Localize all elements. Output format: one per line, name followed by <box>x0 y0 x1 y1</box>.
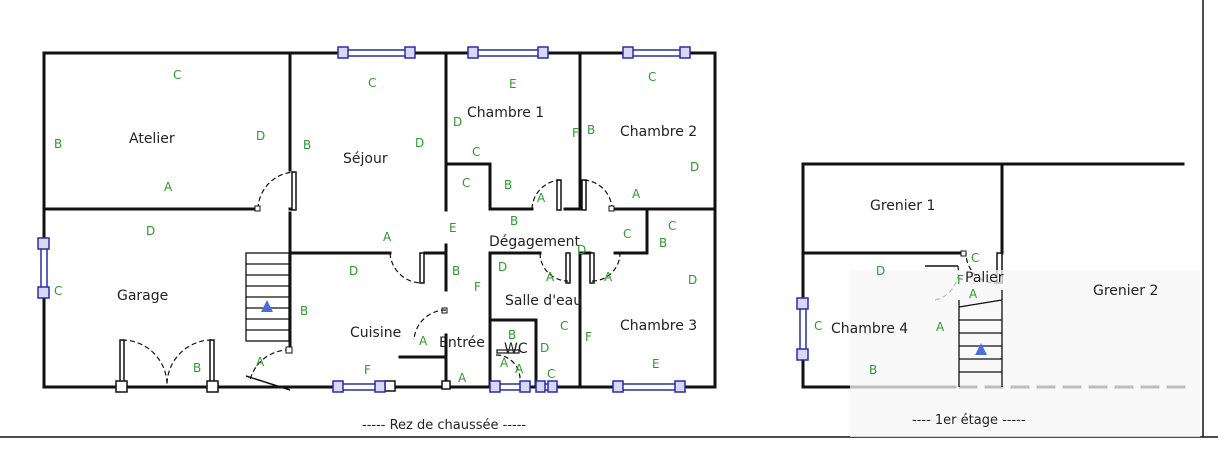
wall-letter: D <box>415 136 424 150</box>
wall-letter: C <box>668 219 676 233</box>
wall-letter: A <box>546 270 555 284</box>
wall-letter: D <box>540 341 549 355</box>
wall-letter: A <box>936 320 945 334</box>
wall-letter: B <box>869 363 877 377</box>
wall-letter: B <box>508 328 516 342</box>
room-label-entree: Entrée <box>439 335 485 351</box>
wall-letter: B <box>300 304 308 318</box>
wall-letter: D <box>690 160 699 174</box>
wall-letter: D <box>453 115 462 129</box>
room-labels: Atelier Séjour Chambre 1 Chambre 2 Garag… <box>117 105 1158 357</box>
wall-letter: B <box>587 123 595 137</box>
wall-letter: C <box>547 367 555 381</box>
wall-letter: C <box>560 319 568 333</box>
room-label-grenier2: Grenier 2 <box>1093 283 1158 299</box>
room-label-chambre4: Chambre 4 <box>831 321 908 337</box>
wall-letter: F <box>572 126 579 140</box>
wall-letter: C <box>54 284 62 298</box>
wall-letter: B <box>659 236 667 250</box>
wall-letter: F <box>585 330 592 344</box>
wall-letter: A <box>419 334 428 348</box>
wall-letter: C <box>173 68 181 82</box>
room-label-chambre2: Chambre 2 <box>620 124 697 140</box>
wall-letter: E <box>449 221 457 235</box>
wall-letter: C <box>462 176 470 190</box>
wall-letter: B <box>54 137 62 151</box>
room-label-atelier: Atelier <box>129 131 175 147</box>
wall-letter: A <box>256 355 265 369</box>
room-label-sejour: Séjour <box>343 151 388 167</box>
wall-letter: D <box>498 260 507 274</box>
ground-staircase <box>245 252 290 342</box>
wall-letter: C <box>648 70 656 84</box>
wall-letter: A <box>537 191 546 205</box>
room-label-degagement: Dégagement <box>489 234 580 250</box>
wall-letter: B <box>504 178 512 192</box>
room-label-grenier1: Grenier 1 <box>870 198 935 214</box>
room-label-wc: WC <box>504 341 528 357</box>
room-label-chambre1: Chambre 1 <box>467 105 544 121</box>
first-staircase <box>850 270 1200 437</box>
wall-letter: A <box>500 356 509 370</box>
wall-letter: F <box>364 363 371 377</box>
wall-letter: A <box>632 187 641 201</box>
wall-letter: E <box>652 357 660 371</box>
room-label-salle-eau: Salle d'eau <box>505 293 582 309</box>
wall-letter: A <box>969 287 978 301</box>
wall-letter: D <box>349 264 358 278</box>
wall-letter: E <box>509 77 517 91</box>
wall-letter: C <box>368 76 376 90</box>
wall-letter: A <box>515 362 524 376</box>
caption-first-floor: ---- 1er étage ----- <box>912 413 1026 428</box>
stair-arrow-icon <box>975 343 987 355</box>
wall-letter: A <box>383 230 392 244</box>
stair-arrow-icon <box>261 300 273 312</box>
ground-floor-windows <box>37 46 691 393</box>
wall-letter: C <box>814 319 822 333</box>
caption-ground-floor: ----- Rez de chaussée ----- <box>362 418 526 433</box>
wall-letter: B <box>452 264 460 278</box>
wall-letter: D <box>256 129 265 143</box>
wall-letter: C <box>971 251 979 265</box>
wall-letter: B <box>510 214 518 228</box>
wall-letter: D <box>876 264 885 278</box>
room-label-garage: Garage <box>117 288 168 304</box>
wall-letter: A <box>458 371 467 385</box>
wall-letter: B <box>193 361 201 375</box>
wall-letter: D <box>577 243 586 257</box>
wall-letter: D <box>146 224 155 238</box>
room-label-cuisine: Cuisine <box>350 325 401 341</box>
wall-letter: F <box>957 273 964 287</box>
wall-letter: F <box>474 280 481 294</box>
wall-letter: C <box>472 145 480 159</box>
wall-letter: B <box>303 138 311 152</box>
wall-letter: A <box>164 180 173 194</box>
ground-floor-doors <box>115 171 621 393</box>
wall-letter: A <box>604 270 613 284</box>
wall-letter: C <box>623 227 631 241</box>
room-label-chambre3: Chambre 3 <box>620 318 697 334</box>
wall-letters: C B D A C B D E D F C C B D A C B A B C … <box>54 68 979 385</box>
wall-letter: D <box>688 273 697 287</box>
room-label-palier: Palier <box>965 270 1004 286</box>
